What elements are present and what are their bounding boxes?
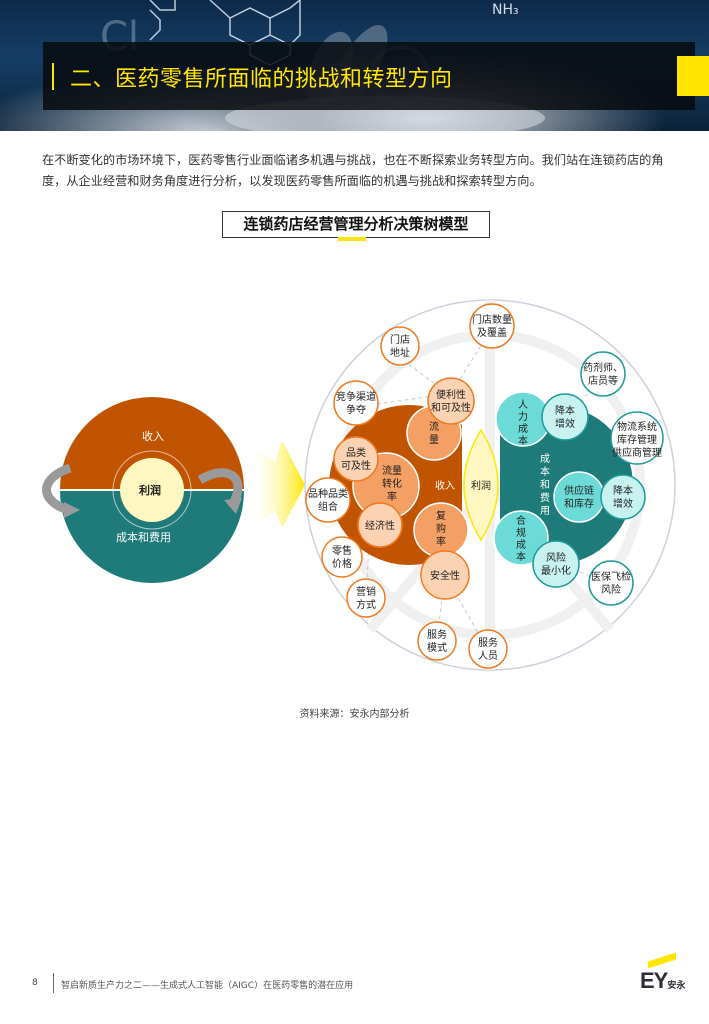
- svg-text:方式: 方式: [356, 598, 376, 611]
- svg-text:流: 流: [429, 420, 439, 433]
- svg-text:本: 本: [518, 434, 528, 447]
- svg-text:复: 复: [436, 509, 446, 522]
- ey-logo-beam-icon: [648, 952, 676, 969]
- svg-text:率: 率: [436, 535, 446, 548]
- svg-text:成: 成: [516, 539, 526, 551]
- svg-text:规: 规: [516, 526, 526, 539]
- svg-text:地址: 地址: [390, 346, 410, 359]
- svg-text:零售: 零售: [332, 544, 352, 557]
- decision-tree-diagram: 收入 利润 成本和费用: [42, 299, 676, 671]
- svg-text:合: 合: [516, 514, 526, 527]
- tree-revenue-label: 收入: [435, 479, 455, 492]
- page-number: 8: [32, 978, 38, 988]
- svg-text:价格: 价格: [332, 557, 352, 570]
- svg-text:人: 人: [518, 399, 528, 411]
- svg-text:流量: 流量: [382, 464, 402, 477]
- svg-text:医保飞检: 医保飞检: [591, 570, 631, 583]
- svg-text:增效: 增效: [613, 497, 633, 510]
- svg-text:供应商管理: 供应商管理: [612, 446, 662, 459]
- section-tab: [677, 56, 709, 96]
- svg-text:竞争渠道: 竞争渠道: [336, 390, 376, 403]
- svg-text:风险: 风险: [601, 583, 621, 596]
- svg-text:组合: 组合: [318, 500, 338, 513]
- svg-text:力: 力: [518, 410, 528, 423]
- svg-text:本: 本: [516, 550, 526, 563]
- intro-paragraph: 在不断变化的市场环境下，医药零售行业面临诸多机遇与挑战，也在不断探索业务转型方向…: [42, 153, 664, 188]
- ey-logo-cn: 安永: [667, 980, 686, 990]
- svg-text:服务: 服务: [478, 636, 498, 649]
- svg-text:本: 本: [540, 465, 550, 478]
- svg-text:店员等: 店员等: [588, 374, 618, 387]
- svg-text:购: 购: [436, 522, 446, 535]
- svg-text:降本: 降本: [613, 484, 633, 497]
- ey-logo: EY安永: [640, 968, 685, 994]
- svg-text:物流系统: 物流系统: [617, 420, 657, 433]
- svg-text:增效: 增效: [555, 417, 575, 430]
- left-revenue-label: 收入: [142, 429, 164, 443]
- tree-profit-label: 利润: [471, 479, 491, 492]
- svg-text:便利性: 便利性: [436, 388, 466, 401]
- figure-source: 资料来源：安永内部分析: [299, 709, 410, 720]
- svg-text:门店: 门店: [390, 333, 410, 346]
- svg-text:可及性: 可及性: [341, 459, 371, 472]
- svg-text:服务: 服务: [427, 628, 447, 641]
- page-title: 二、医药零售所面临的挑战和转型方向: [70, 67, 453, 92]
- svg-text:药剂师、: 药剂师、: [583, 361, 623, 374]
- svg-text:风险: 风险: [546, 551, 566, 564]
- svg-text:和: 和: [540, 479, 550, 491]
- left-profit-label: 利润: [139, 483, 161, 497]
- svg-text:成: 成: [518, 423, 528, 435]
- ey-logo-text: EY: [640, 968, 668, 993]
- svg-text:和可及性: 和可及性: [431, 401, 471, 414]
- svg-text:量: 量: [429, 434, 439, 446]
- svg-text:降本: 降本: [555, 404, 575, 417]
- svg-text:模式: 模式: [427, 641, 447, 654]
- svg-text:品类: 品类: [346, 446, 366, 459]
- svg-text:营销: 营销: [356, 585, 376, 598]
- left-profit-model: 收入 利润 成本和费用: [42, 397, 246, 583]
- svg-text:率: 率: [387, 490, 397, 503]
- svg-text:库存管理: 库存管理: [617, 433, 657, 446]
- profit-lens: [463, 428, 499, 542]
- svg-text:供应链: 供应链: [564, 484, 594, 497]
- figure-title: 连锁药店经营管理分析决策树模型: [222, 211, 490, 238]
- title-accent-bar: [52, 63, 54, 90]
- left-cost-label: 成本和费用: [116, 530, 171, 544]
- svg-text:费: 费: [540, 491, 550, 504]
- svg-text:用: 用: [540, 506, 550, 517]
- svg-text:转化: 转化: [382, 477, 402, 490]
- svg-text:品种品类: 品种品类: [308, 487, 348, 500]
- figure-title-underline: [338, 237, 366, 241]
- footer-doc-title: 智启新质生产力之二——生成式人工智能（AIGC）在医药零售的潜在应用: [61, 981, 354, 991]
- svg-text:门店数量: 门店数量: [472, 313, 512, 326]
- svg-text:最小化: 最小化: [541, 564, 571, 577]
- title-bar: [43, 42, 695, 110]
- svg-text:人员: 人员: [478, 650, 498, 662]
- svg-text:成: 成: [540, 453, 550, 465]
- svg-text:及覆盖: 及覆盖: [477, 326, 507, 339]
- svg-text:经济性: 经济性: [365, 519, 395, 532]
- svg-text:NH₃: NH₃: [492, 2, 519, 18]
- footer-divider: [53, 973, 54, 993]
- svg-text:和库存: 和库存: [564, 497, 594, 510]
- transition-arrow-icon: [248, 440, 305, 528]
- svg-text:安全性: 安全性: [430, 569, 460, 582]
- svg-text:争夺: 争夺: [346, 403, 366, 416]
